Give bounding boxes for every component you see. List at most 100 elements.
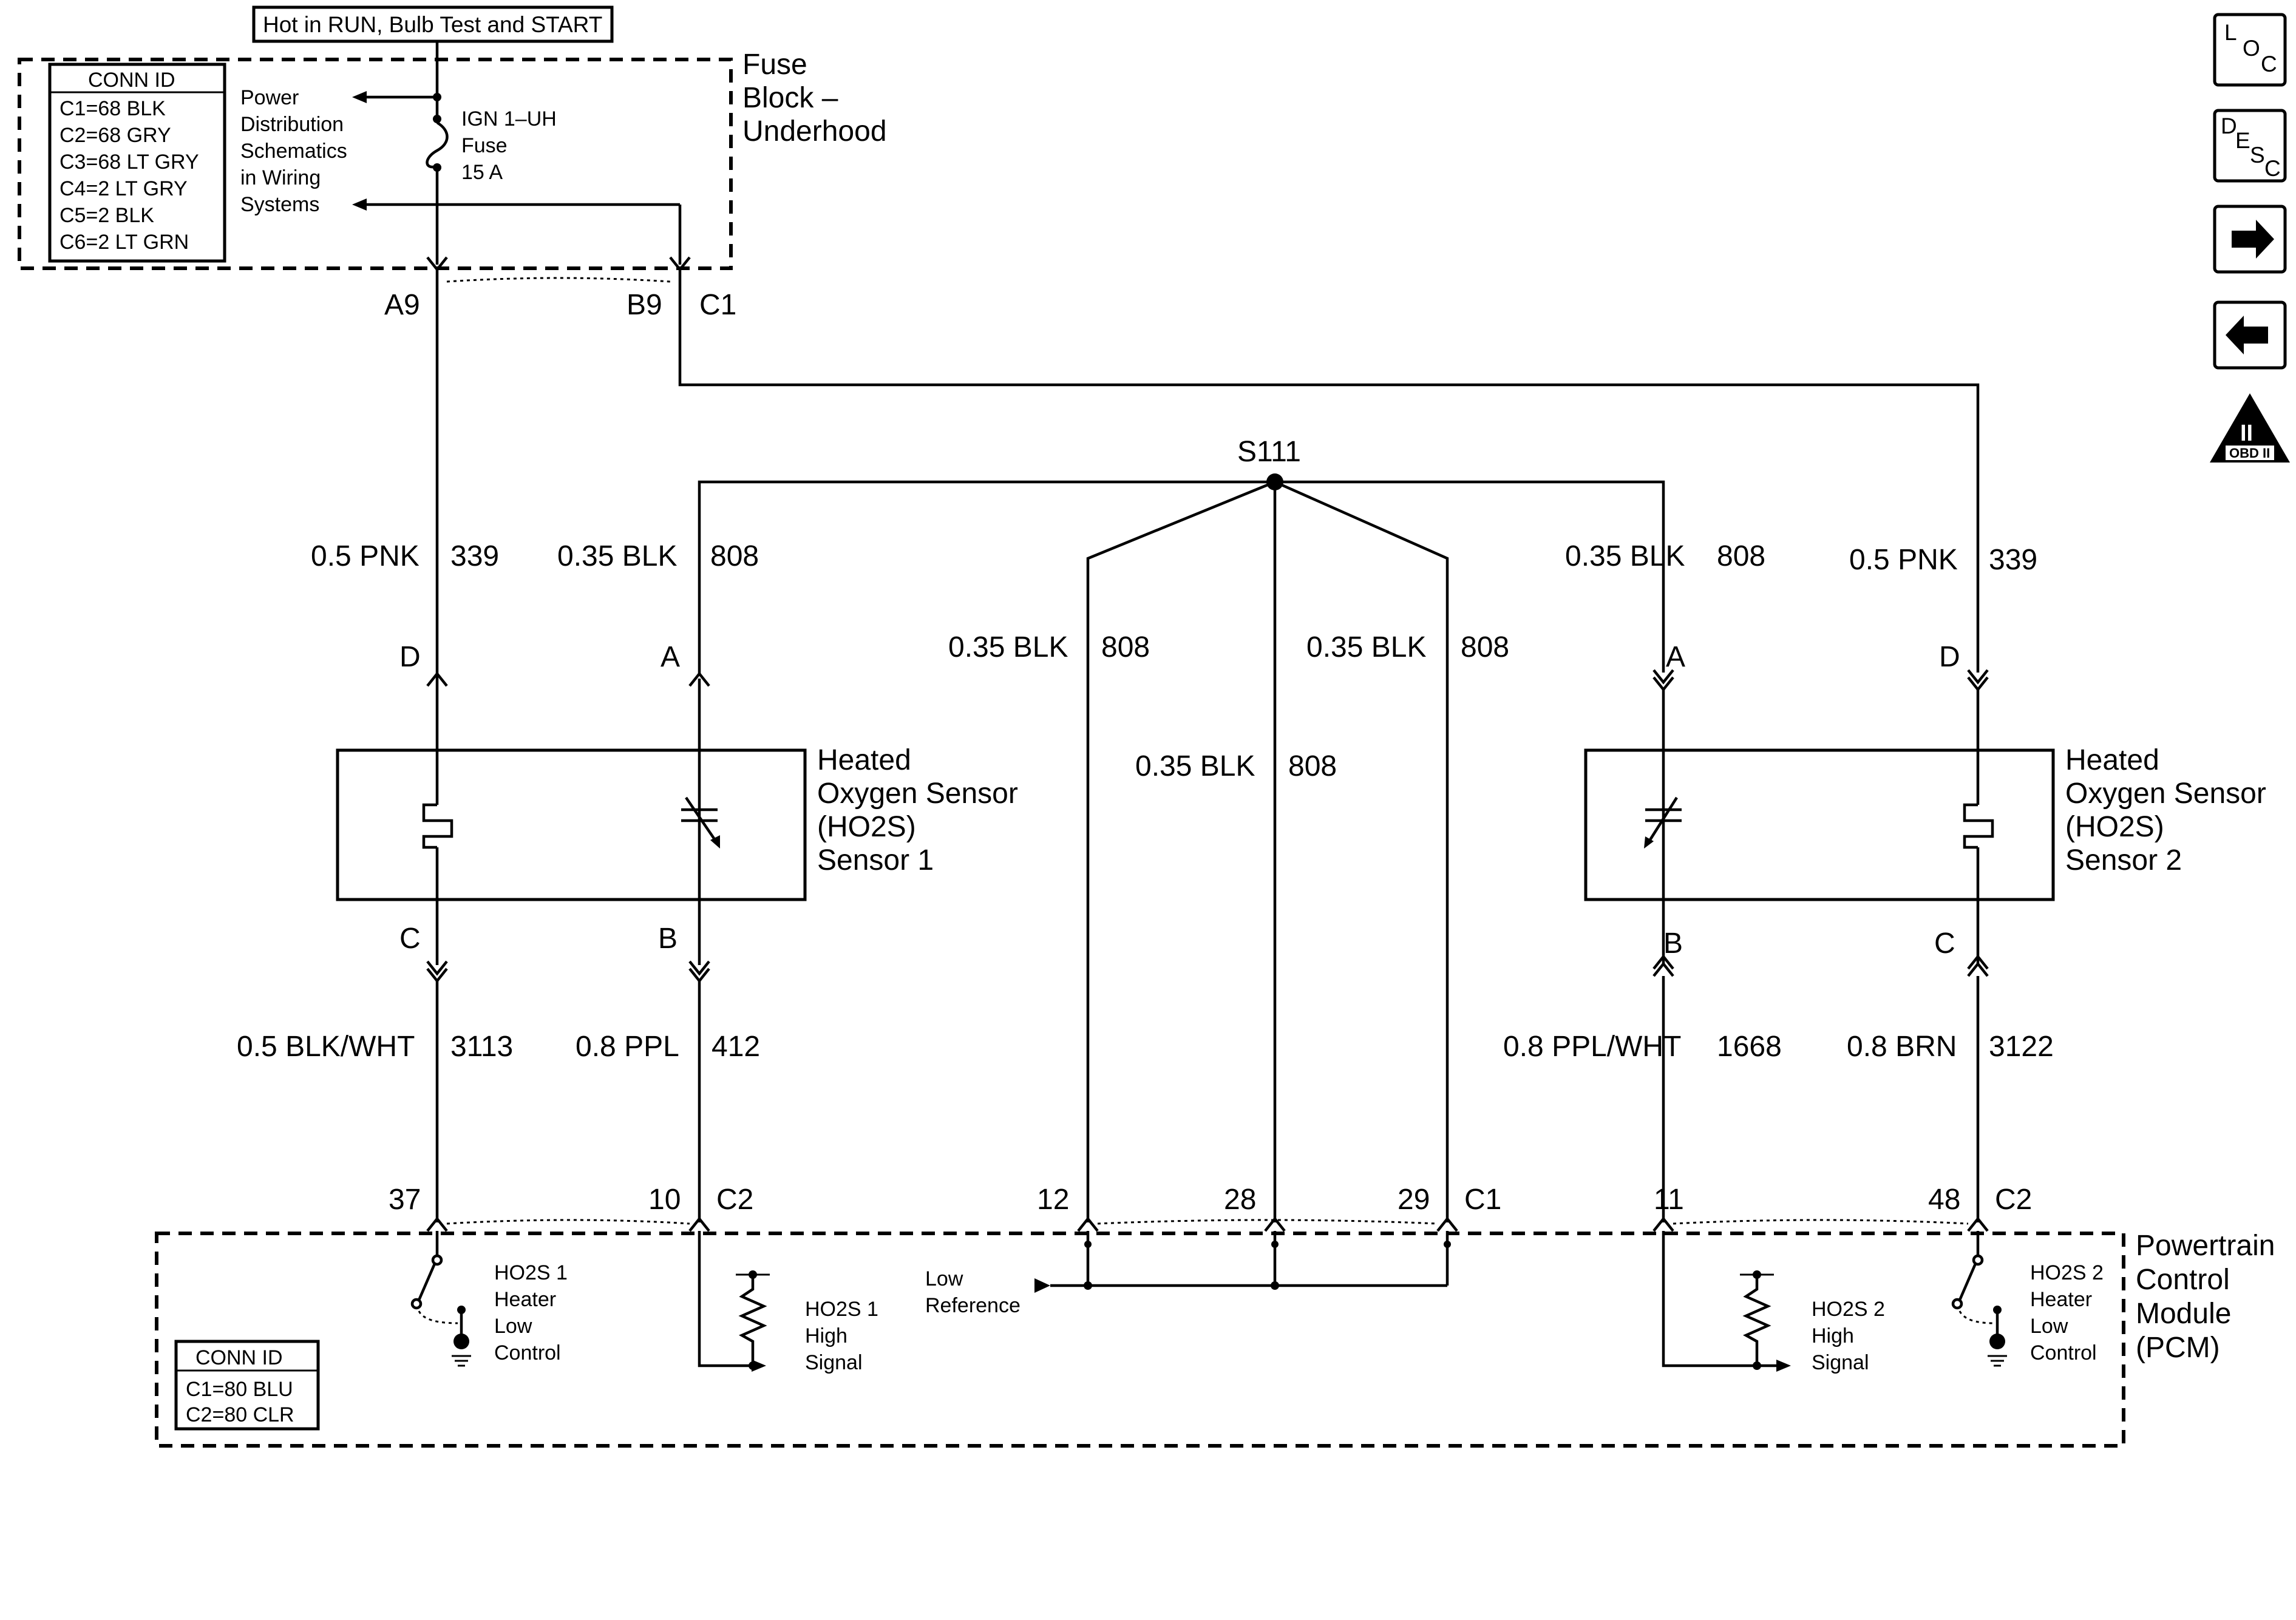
loc-letter: C bbox=[2261, 52, 2277, 76]
sensor2-title-line: Heated bbox=[2065, 744, 2159, 776]
sensor1-pin-d: D bbox=[399, 641, 421, 673]
obd-ii-button[interactable]: II OBD II bbox=[2210, 393, 2290, 463]
pcm-pin-48: 48 bbox=[1928, 1184, 1960, 1216]
pcm-pin-29: 29 bbox=[1398, 1184, 1430, 1216]
switch-control-link bbox=[418, 1310, 458, 1324]
sensor1-body bbox=[336, 748, 807, 901]
heater2-label: Control bbox=[2030, 1341, 2097, 1364]
connector-d-male-icon bbox=[426, 671, 448, 687]
sensor1-title-line: Oxygen Sensor bbox=[817, 778, 1018, 810]
resistor-icon bbox=[1742, 1275, 1771, 1366]
sensor2-body bbox=[1584, 748, 2055, 901]
fuse-conn-id-row: C1=68 BLK bbox=[59, 97, 166, 120]
signal1-label: Signal bbox=[805, 1351, 863, 1374]
signal-junction-dot bbox=[749, 1361, 757, 1370]
signal2-label: High bbox=[1812, 1324, 1854, 1347]
desc-letter: D bbox=[2221, 114, 2237, 138]
heater2-label: Heater bbox=[2030, 1288, 2092, 1311]
pcm-pin-28: 28 bbox=[1224, 1184, 1256, 1216]
pcm-connector-icon bbox=[1436, 1216, 1458, 1232]
fuse-block-title-1: Fuse bbox=[742, 49, 807, 81]
switch-blade-icon bbox=[417, 1263, 436, 1301]
wire-label-gauge: 0.35 BLK bbox=[1135, 750, 1255, 782]
pcm-title-line: Control bbox=[2136, 1264, 2230, 1296]
banner-frame bbox=[252, 5, 614, 43]
signal2-arrow bbox=[1776, 1360, 1791, 1372]
pcm-title-line: Module bbox=[2136, 1298, 2231, 1330]
power-dist-text: Power bbox=[240, 86, 299, 109]
power-dist-text: in Wiring bbox=[240, 166, 321, 189]
wire-label-gauge: 0.35 BLK bbox=[1306, 631, 1426, 663]
heater1-label: Heater bbox=[494, 1288, 556, 1311]
obd-ii-label: OBD II bbox=[2229, 446, 2270, 461]
fuse-conn-id-header: CONN ID bbox=[88, 69, 175, 92]
next-button-frame[interactable] bbox=[2213, 205, 2287, 274]
wire-label-circuit: 3113 bbox=[450, 1031, 513, 1063]
loc-letter: L bbox=[2224, 20, 2237, 45]
wire-label-circuit: 412 bbox=[712, 1031, 760, 1063]
wire-label-circuit: 808 bbox=[1461, 631, 1509, 663]
obd-ii-warning-icon[interactable] bbox=[2210, 393, 2290, 463]
arrow-left-icon bbox=[2226, 316, 2268, 354]
signal2-label: Signal bbox=[1812, 1351, 1869, 1374]
signal-junction-dot bbox=[1753, 1361, 1761, 1370]
loc-button[interactable]: L O C bbox=[2213, 13, 2287, 87]
loc-button-frame[interactable] bbox=[2213, 13, 2287, 87]
wire-label-circuit: 808 bbox=[1717, 540, 1765, 572]
connector-c-female-icon bbox=[426, 960, 448, 976]
connector-d-female-icon bbox=[1967, 669, 1989, 685]
wire-label-gauge: 0.8 PPL/WHT bbox=[1503, 1031, 1681, 1063]
wire-label-circuit: 1668 bbox=[1717, 1031, 1782, 1063]
signal1-label: High bbox=[805, 1324, 847, 1347]
wire-label-gauge: 0.8 PPL bbox=[576, 1031, 679, 1063]
sensor1-title-line: (HO2S) bbox=[817, 811, 916, 843]
sensor1-title-line: Sensor 1 bbox=[817, 844, 934, 876]
wire-label-gauge: 0.35 BLK bbox=[948, 631, 1068, 663]
power-dist-text: Systems bbox=[240, 193, 319, 216]
low-reference-arrow bbox=[1034, 1278, 1050, 1293]
fuse-conn-id-row: C2=68 GRY bbox=[59, 124, 171, 147]
desc-letter: E bbox=[2235, 128, 2250, 153]
obd-ii-roman: II bbox=[2240, 421, 2253, 446]
wire-label-circuit: 339 bbox=[1989, 544, 2037, 576]
wire-808-mid-right bbox=[1274, 480, 1449, 1222]
wire-808-mid-left bbox=[1086, 480, 1275, 1222]
pcm-conn-id-header: CONN ID bbox=[195, 1346, 283, 1369]
sensor1-pin-a: A bbox=[661, 641, 680, 673]
heater2-label: Low bbox=[2030, 1315, 2068, 1338]
ign-fuse-symbol bbox=[426, 121, 449, 169]
sensor1-title-line: Heated bbox=[817, 744, 911, 776]
wire-label-gauge: 0.8 BRN bbox=[1847, 1031, 1957, 1063]
connector-a-male-icon bbox=[688, 671, 710, 687]
sensor1-pin-c: C bbox=[399, 923, 421, 955]
pcm-conn-id-table: CONN ID C1=80 BLU C2=80 CLR bbox=[174, 1340, 320, 1431]
next-page-button[interactable] bbox=[2213, 205, 2287, 274]
pcm-title-line: Powertrain bbox=[2136, 1230, 2275, 1262]
fuse-conn-id-table: CONN ID C1=68 BLK C2=68 GRY C3=68 LT GRY… bbox=[48, 63, 226, 263]
desc-button[interactable]: D E S C bbox=[2213, 109, 2287, 183]
banner-label: Hot in RUN, Bulb Test and START bbox=[263, 12, 602, 37]
ho2s-sensor-1: D A Heated Oxygen Sensor (HO2S) Sensor 1… bbox=[336, 641, 1018, 983]
connector-b-male-icon-2 bbox=[1652, 961, 1674, 977]
signal1-input-line bbox=[698, 1231, 752, 1368]
low-reference-label: Reference bbox=[925, 1294, 1021, 1317]
pcm-conn-id-frame bbox=[174, 1340, 320, 1431]
sensor1-pin-b: B bbox=[658, 923, 678, 955]
switch-contact-icon bbox=[457, 1306, 466, 1314]
fuse-conn-id-frame bbox=[48, 63, 226, 263]
fuse-block-title-3: Underhood bbox=[742, 115, 887, 147]
switch-control-link bbox=[1958, 1310, 1994, 1324]
heater1-label: Low bbox=[494, 1315, 532, 1338]
desc-button-frame[interactable] bbox=[2213, 109, 2287, 183]
power-dist-arrow-top bbox=[352, 91, 367, 103]
switch-contact-icon bbox=[1993, 1306, 2002, 1314]
previous-page-button[interactable] bbox=[2213, 300, 2287, 370]
wire-label-circuit: 808 bbox=[1288, 750, 1337, 782]
sensor2-title-line: (HO2S) bbox=[2065, 811, 2164, 843]
pcm-connector-icon bbox=[1967, 1216, 1989, 1232]
powertrain-control-module: 37 10 C2 12 28 29 C1 11 48 C2 Powertrain… bbox=[155, 1184, 2275, 1448]
prev-button-frame[interactable] bbox=[2213, 300, 2287, 370]
heater-element-icon bbox=[1963, 803, 1994, 849]
heater1-label: Control bbox=[494, 1341, 561, 1364]
fuse-label: 15 A bbox=[461, 161, 503, 184]
